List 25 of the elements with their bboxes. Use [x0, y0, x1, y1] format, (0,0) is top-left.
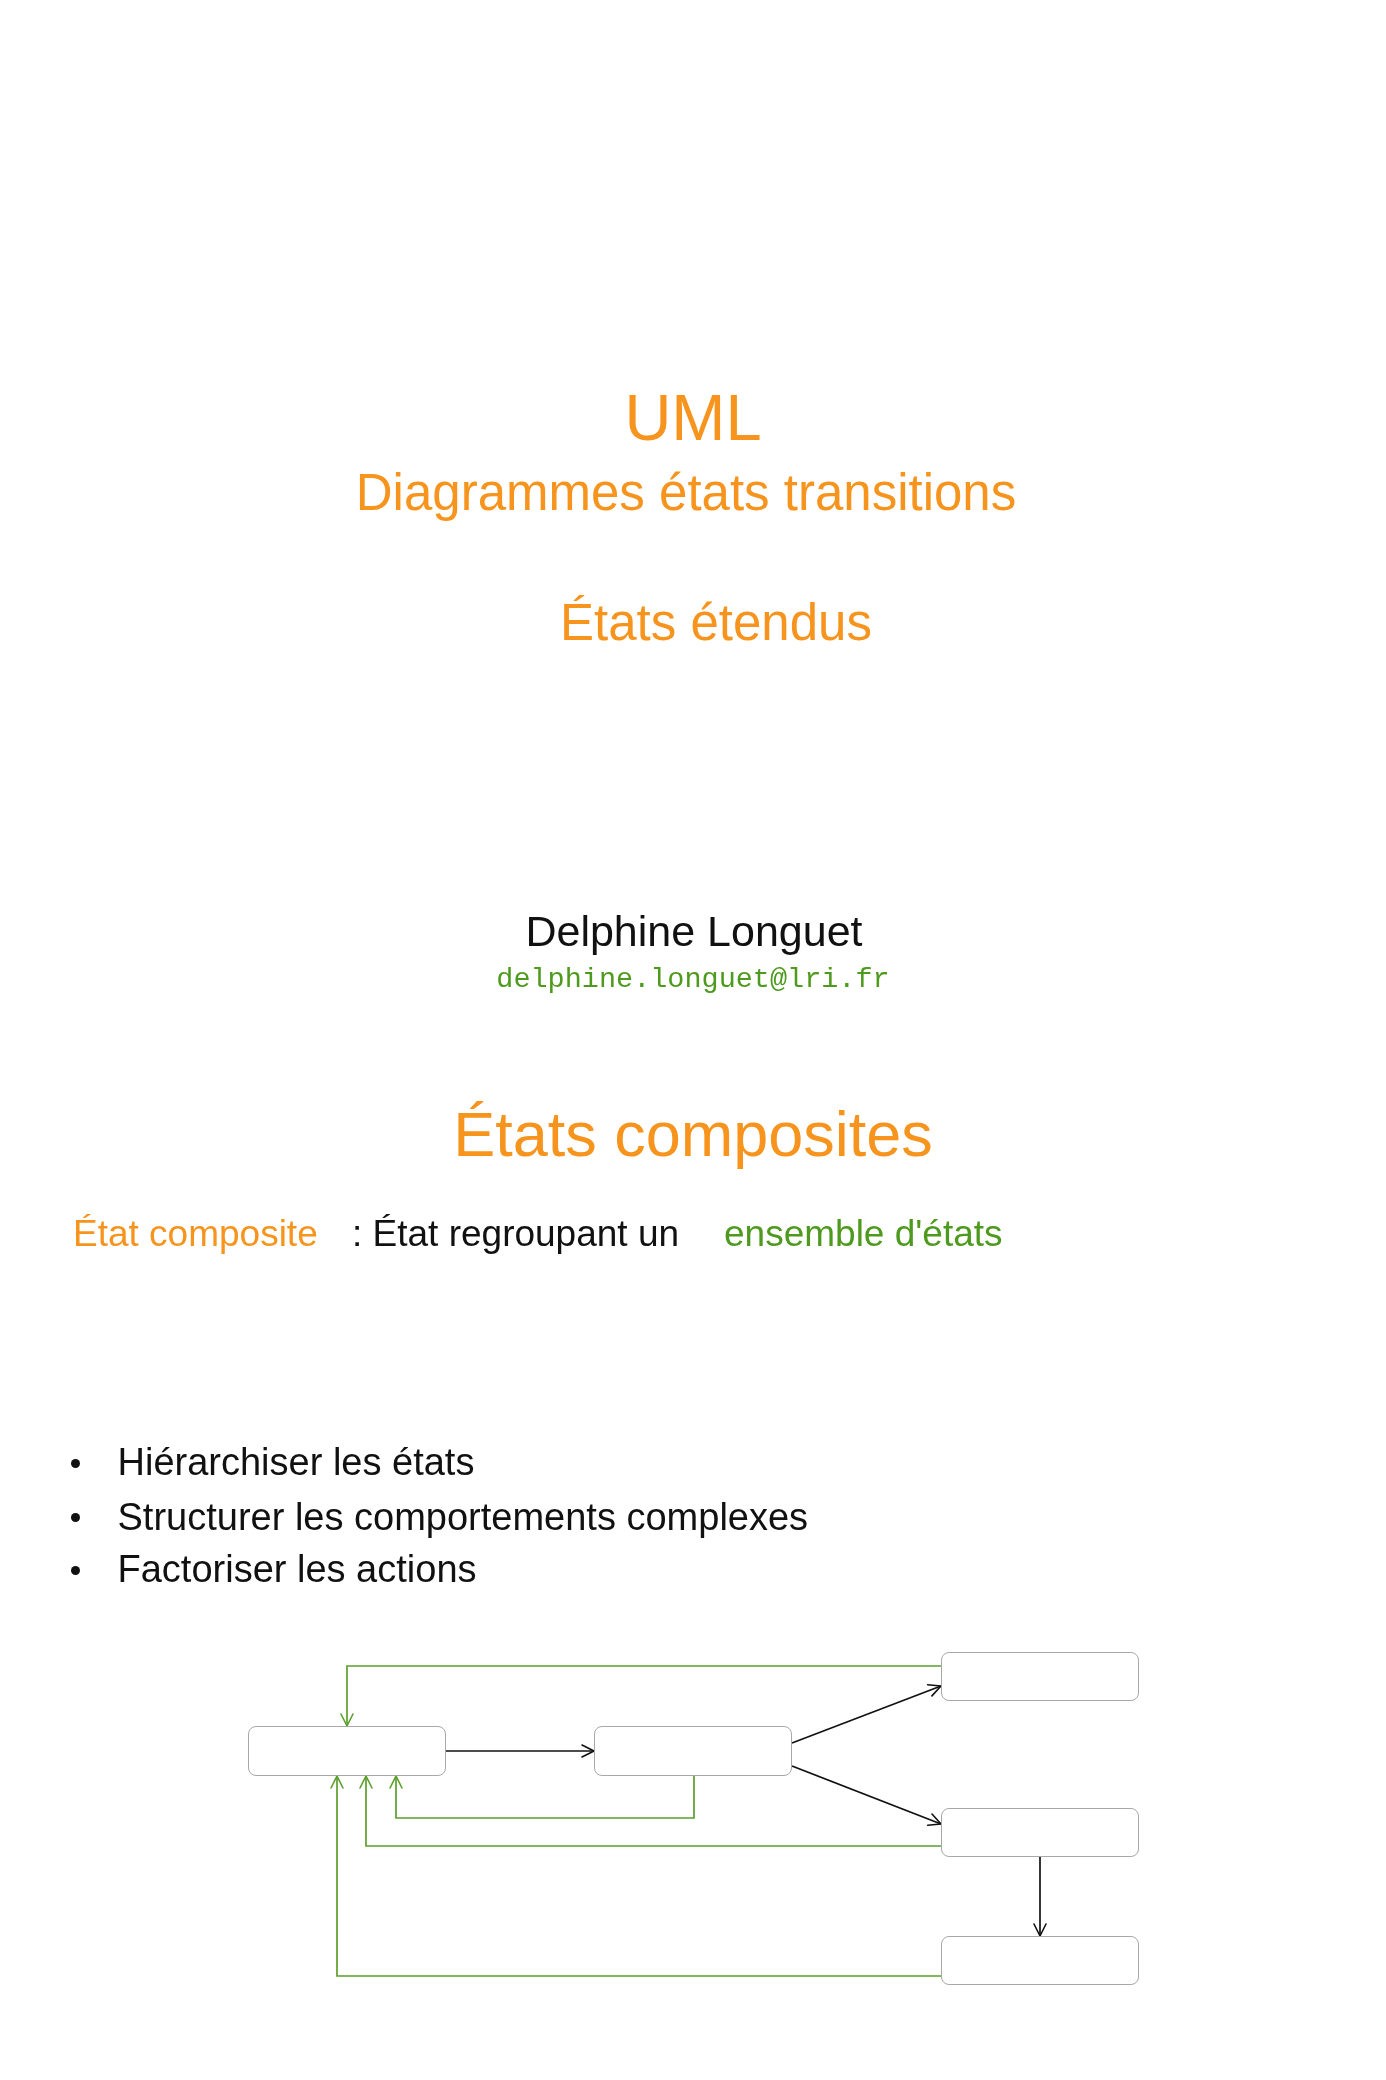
- transition-arrow: [1033, 1856, 1047, 1937]
- author-name: Delphine Longuet: [525, 905, 863, 957]
- transition-arrow: [340, 1665, 942, 1727]
- slide-subtitle: Diagrammes états transitions: [355, 462, 1017, 523]
- transition-arrow: [330, 1775, 942, 1977]
- state-box: [941, 1652, 1139, 1701]
- transition-arrow: [389, 1775, 695, 1819]
- slide-title: UML: [624, 380, 762, 457]
- transition-arrow: [445, 1744, 595, 1758]
- state-box: [248, 1726, 446, 1776]
- bullet-text: Structurer les comportements complexes: [117, 1494, 809, 1540]
- definition-text: : État regroupant un: [352, 1211, 680, 1256]
- state-box: [594, 1726, 792, 1776]
- transition-arrow: [791, 1765, 942, 1827]
- highlighted-term: ensemble d'états: [724, 1211, 1003, 1256]
- transition-arrow: [791, 1683, 942, 1744]
- state-box: [941, 1936, 1139, 1985]
- bullet-text: Hiérarchiser les états: [117, 1440, 475, 1486]
- email-address: delphine.longuet@lri.fr: [496, 963, 890, 998]
- defined-term: État composite: [73, 1211, 318, 1256]
- bullet-text: Factoriser les actions: [117, 1547, 477, 1593]
- section-title: États étendus: [560, 592, 872, 653]
- slide-heading: États composites: [453, 1098, 933, 1172]
- state-box: [941, 1808, 1139, 1857]
- transition-arrow: [359, 1775, 942, 1847]
